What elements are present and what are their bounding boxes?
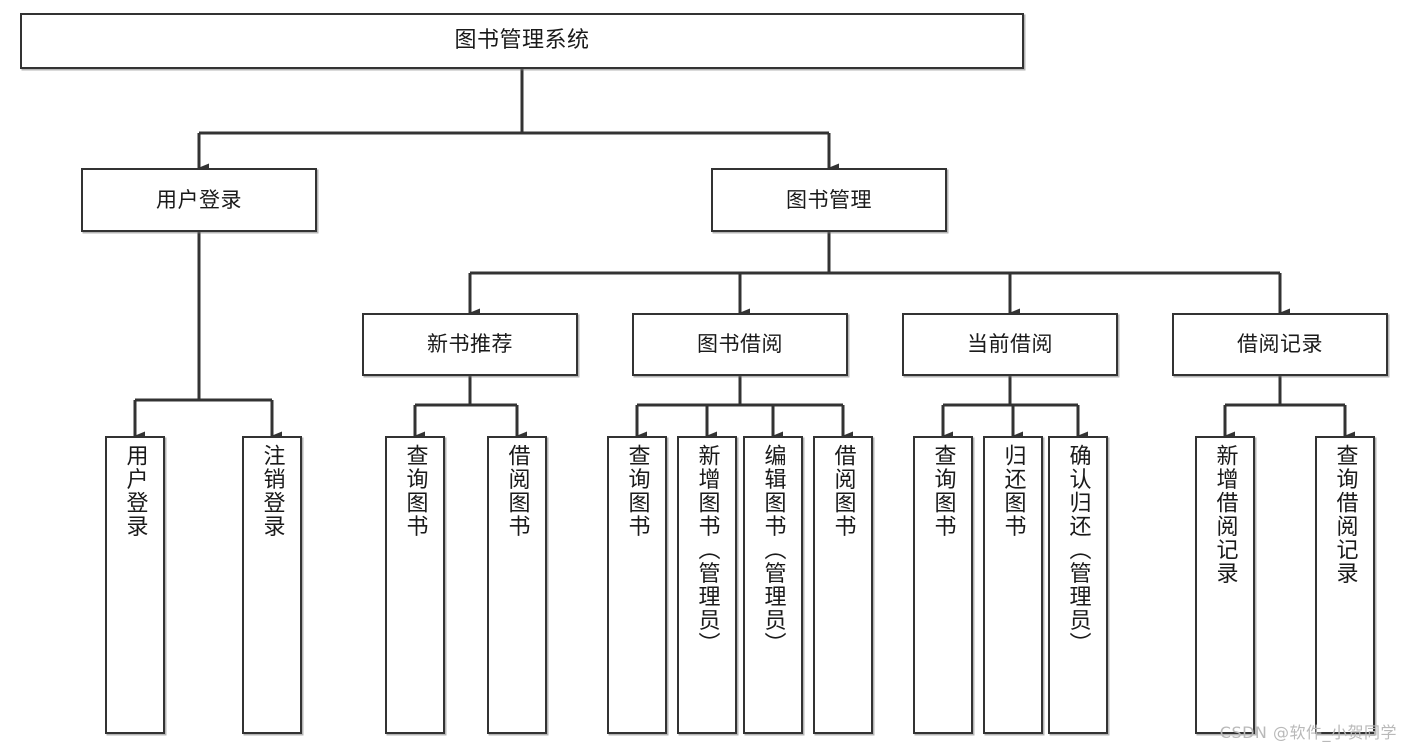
node-label: 借阅图书: [504, 444, 530, 538]
node-records[interactable]: 借阅记录: [1172, 313, 1388, 376]
node-leaf13[interactable]: 查询借阅记录: [1315, 436, 1375, 734]
node-current[interactable]: 当前借阅: [902, 313, 1118, 376]
node-leaf4[interactable]: 借阅图书: [487, 436, 547, 734]
node-leaf1[interactable]: 用户登录: [105, 436, 165, 734]
node-label: 确认归还（管理员）: [1065, 444, 1091, 656]
node-label: 借阅记录: [1237, 332, 1323, 357]
node-label: 查询借阅记录: [1332, 444, 1358, 585]
node-leaf7[interactable]: 编辑图书（管理员）: [743, 436, 803, 734]
node-leaf3[interactable]: 查询图书: [385, 436, 445, 734]
node-root[interactable]: 图书管理系统: [20, 13, 1024, 69]
node-label: 用户登录: [156, 187, 242, 212]
node-label: 图书管理系统: [454, 28, 590, 54]
node-label: 图书借阅: [697, 332, 783, 357]
node-borrow[interactable]: 图书借阅: [632, 313, 848, 376]
node-leaf5[interactable]: 查询图书: [607, 436, 667, 734]
node-label: 当前借阅: [967, 332, 1053, 357]
node-leaf2[interactable]: 注销登录: [242, 436, 302, 734]
watermark-text: CSDN @软件_小贺同学: [1219, 723, 1397, 742]
node-label: 用户登录: [122, 444, 148, 538]
node-label: 新增借阅记录: [1212, 444, 1238, 585]
node-label: 归还图书: [1000, 444, 1026, 538]
node-label: 查询图书: [624, 444, 650, 538]
node-leaf6[interactable]: 新增图书（管理员）: [677, 436, 737, 734]
node-leaf9[interactable]: 查询图书: [913, 436, 973, 734]
node-bookmgmt[interactable]: 图书管理: [711, 168, 947, 232]
node-label: 新书推荐: [427, 332, 513, 357]
node-leaf11[interactable]: 确认归还（管理员）: [1048, 436, 1108, 734]
node-label: 注销登录: [259, 444, 285, 538]
node-label: 查询图书: [930, 444, 956, 538]
node-label: 图书管理: [786, 187, 872, 212]
node-login[interactable]: 用户登录: [81, 168, 317, 232]
node-leaf10[interactable]: 归还图书: [983, 436, 1043, 734]
node-leaf8[interactable]: 借阅图书: [813, 436, 873, 734]
node-leaf12[interactable]: 新增借阅记录: [1195, 436, 1255, 734]
node-label: 查询图书: [402, 444, 428, 538]
node-label: 借阅图书: [830, 444, 856, 538]
node-newbook[interactable]: 新书推荐: [362, 313, 578, 376]
node-label: 编辑图书（管理员）: [760, 444, 786, 656]
node-label: 新增图书（管理员）: [694, 444, 720, 656]
